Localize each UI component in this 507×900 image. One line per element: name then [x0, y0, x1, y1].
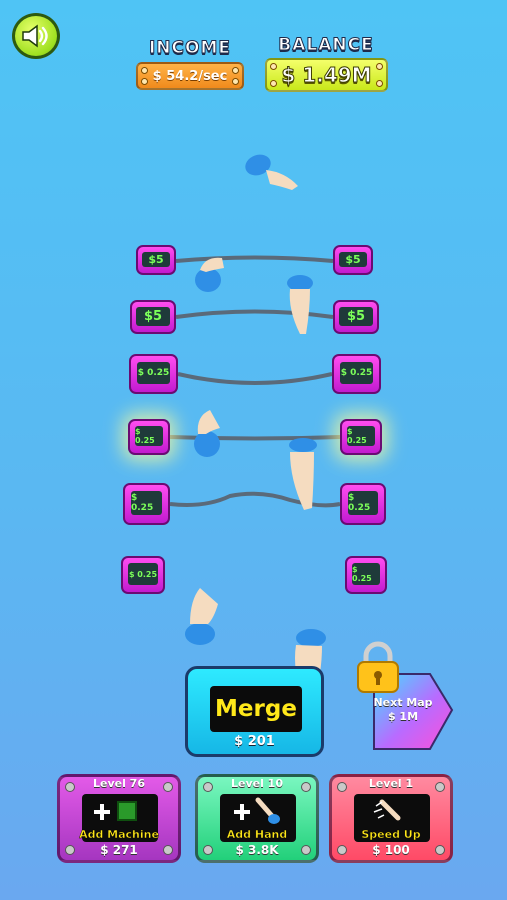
card-level: Level 76 [92, 777, 145, 790]
balance-value-text: $ 1.49M [281, 63, 372, 88]
speaker-icon [22, 24, 48, 48]
add-hand-screen [220, 794, 296, 842]
income-value-text: $ 54.2/sec [152, 68, 228, 84]
machine-left-2[interactable]: $5 [130, 300, 176, 334]
machine-value: $ 0.25 [347, 426, 375, 446]
machine-left-4[interactable]: $ 0.25 [128, 419, 170, 455]
next-map-price: $ 1M [387, 710, 419, 723]
machine-value: $5 [136, 307, 170, 326]
merge-button[interactable]: Merge $ 201 [185, 666, 324, 757]
merge-label: Merge [210, 686, 302, 732]
hand-icon [194, 410, 220, 457]
card-label: Speed Up [361, 828, 421, 841]
hand-icon [287, 275, 313, 334]
card-level: Level 1 [368, 777, 414, 790]
hand-icon [289, 438, 317, 510]
machine-value: $ 0.25 [340, 362, 373, 384]
income-value: $ 54.2/sec [136, 62, 244, 90]
merge-price: $ 201 [234, 734, 275, 749]
card-label: Add Machine [79, 828, 159, 841]
machine-left-6[interactable]: $ 0.25 [121, 556, 165, 594]
machine-right-6[interactable]: $ 0.25 [345, 556, 387, 594]
lock-icon [357, 641, 399, 693]
add-hand-icon [234, 797, 280, 824]
speed-up-card[interactable]: Level 1 Speed Up $ 100 [329, 774, 453, 863]
machine-left-3[interactable]: $ 0.25 [129, 354, 178, 394]
machine-left-1[interactable]: $5 [136, 245, 176, 275]
card-price: $ 271 [100, 843, 138, 857]
card-price: $ 100 [372, 843, 410, 857]
hand-icon [245, 154, 298, 190]
machine-value: $5 [339, 252, 367, 267]
machine-left-5[interactable]: $ 0.25 [123, 483, 170, 525]
hand-icon [185, 588, 218, 645]
card-price: $ 3.8K [235, 843, 279, 857]
balance-label: BALANCE [278, 35, 374, 56]
next-map-label: Next Map [373, 696, 433, 709]
machine-value: $ 0.25 [128, 563, 158, 585]
machine-value: $ 0.25 [131, 491, 162, 515]
sound-button[interactable] [12, 13, 60, 59]
machine-right-3[interactable]: $ 0.25 [332, 354, 381, 394]
income-label: INCOME [148, 38, 231, 59]
hand-icon [195, 257, 224, 292]
machine-right-2[interactable]: $5 [333, 300, 379, 334]
machine-value: $ 0.25 [348, 491, 378, 515]
card-level: Level 10 [230, 777, 283, 790]
machine-value: $ 0.25 [352, 563, 380, 585]
machine-right-5[interactable]: $ 0.25 [340, 483, 386, 525]
balance-value: $ 1.49M [265, 58, 388, 92]
machine-right-1[interactable]: $5 [333, 245, 373, 275]
speed-up-screen [354, 794, 430, 842]
add-machine-screen [82, 794, 158, 842]
machine-value: $ 0.25 [135, 426, 163, 446]
machine-right-4[interactable]: $ 0.25 [340, 419, 382, 455]
machine-value: $ 0.25 [137, 362, 170, 384]
add-machine-card[interactable]: Level 76 Add Machine $ 271 [57, 774, 181, 863]
card-label: Add Hand [226, 828, 288, 841]
add-hand-card[interactable]: Level 10 Add Hand $ 3.8K [195, 774, 319, 863]
machine-value: $5 [339, 307, 373, 326]
speed-up-icon [373, 799, 401, 821]
machine-value: $5 [142, 252, 170, 267]
add-machine-icon [94, 801, 137, 821]
